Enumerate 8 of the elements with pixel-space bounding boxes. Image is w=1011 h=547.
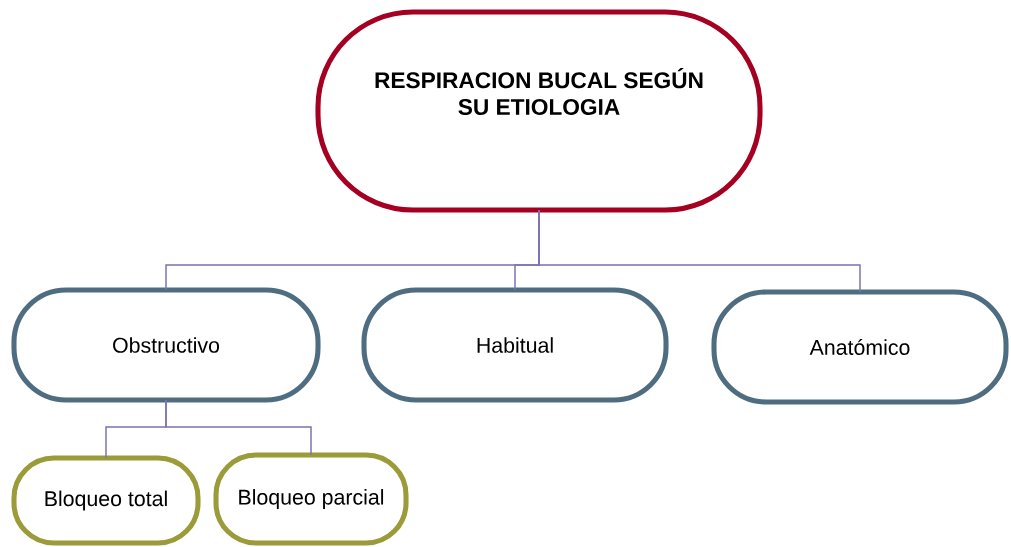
rounded-box: Bloqueo parcial — [213, 452, 409, 546]
rounded-box: Habitual — [361, 287, 669, 403]
rounded-box: Obstructivo — [11, 287, 321, 403]
rounded-box: Anatómico — [711, 289, 1009, 405]
connector-line — [165, 399, 312, 456]
rounded-box: Bloqueo total — [11, 455, 201, 546]
rounded-box: RESPIRACION BUCAL SEGÚN SU ETIOLOGIA — [315, 9, 763, 213]
connector-line — [538, 209, 861, 293]
